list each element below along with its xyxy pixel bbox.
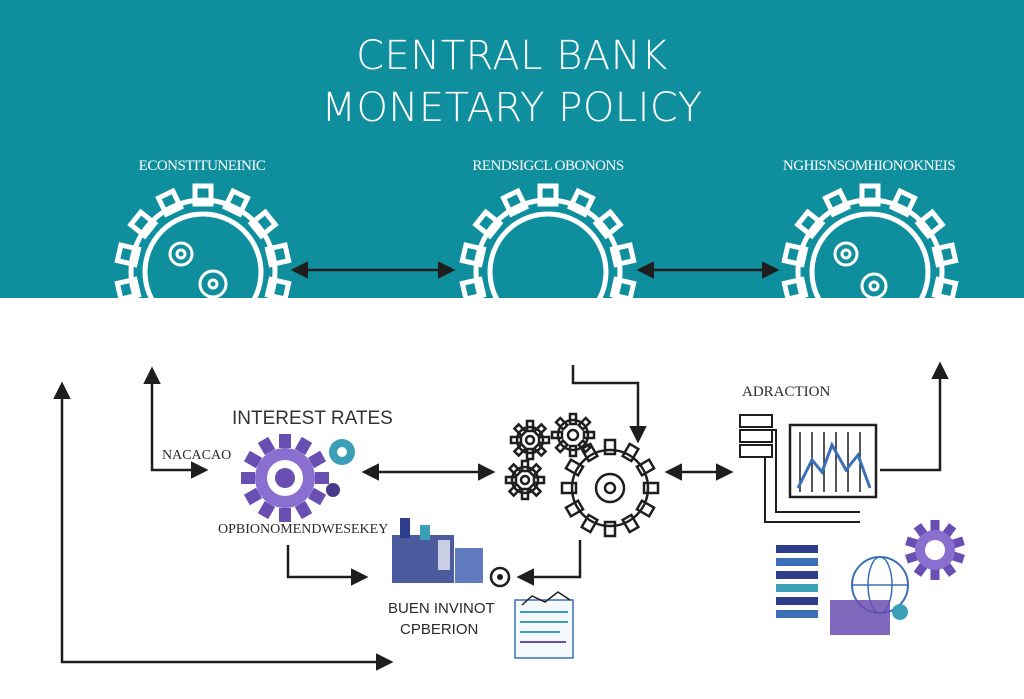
left-gear-label: ECONSTITUNEINIC	[138, 158, 266, 174]
monitor-chart-icon	[788, 423, 878, 499]
center-gear-icon	[459, 183, 637, 361]
globe-gears-icon	[776, 520, 965, 635]
server-database-icon	[739, 414, 860, 523]
center-gear-label: RENDSIGCL OBONONS	[472, 158, 624, 174]
center-down-arrow	[571, 365, 647, 444]
right-gear-label: NGHISNSOMHIONOKNEIS	[782, 158, 956, 174]
report-chart-icon	[514, 591, 574, 659]
opbion-label: OPBIONOMENDWESEKEY	[218, 522, 389, 537]
factory-icon	[392, 518, 511, 588]
interest-rates-gear-icon	[241, 434, 355, 522]
page-title: CENTRAL BANK MONETARY POLICY	[0, 30, 1024, 134]
open-market-label-1: BUEN INVINOT	[388, 600, 495, 617]
right-gear-icon	[781, 183, 959, 361]
open-market-label-2: CPBERION	[400, 621, 479, 638]
left-feedback-arrow	[143, 366, 209, 479]
nacacao-label: NACACAO	[162, 448, 232, 463]
adraction-label: ADRACTION	[742, 384, 831, 400]
interest-rates-label: INTEREST RATES	[232, 408, 393, 429]
gear-cluster-icon	[504, 412, 660, 538]
arrow-to-factory	[286, 545, 369, 586]
title-line-1: CENTRAL BANK	[356, 33, 668, 79]
arrow-from-cluster	[516, 540, 582, 586]
right-up-arrow	[880, 361, 949, 472]
left-gear-icon	[114, 183, 292, 361]
title-line-2: MONETARY POLICY	[321, 85, 703, 131]
outer-loop-arrow	[53, 381, 394, 671]
